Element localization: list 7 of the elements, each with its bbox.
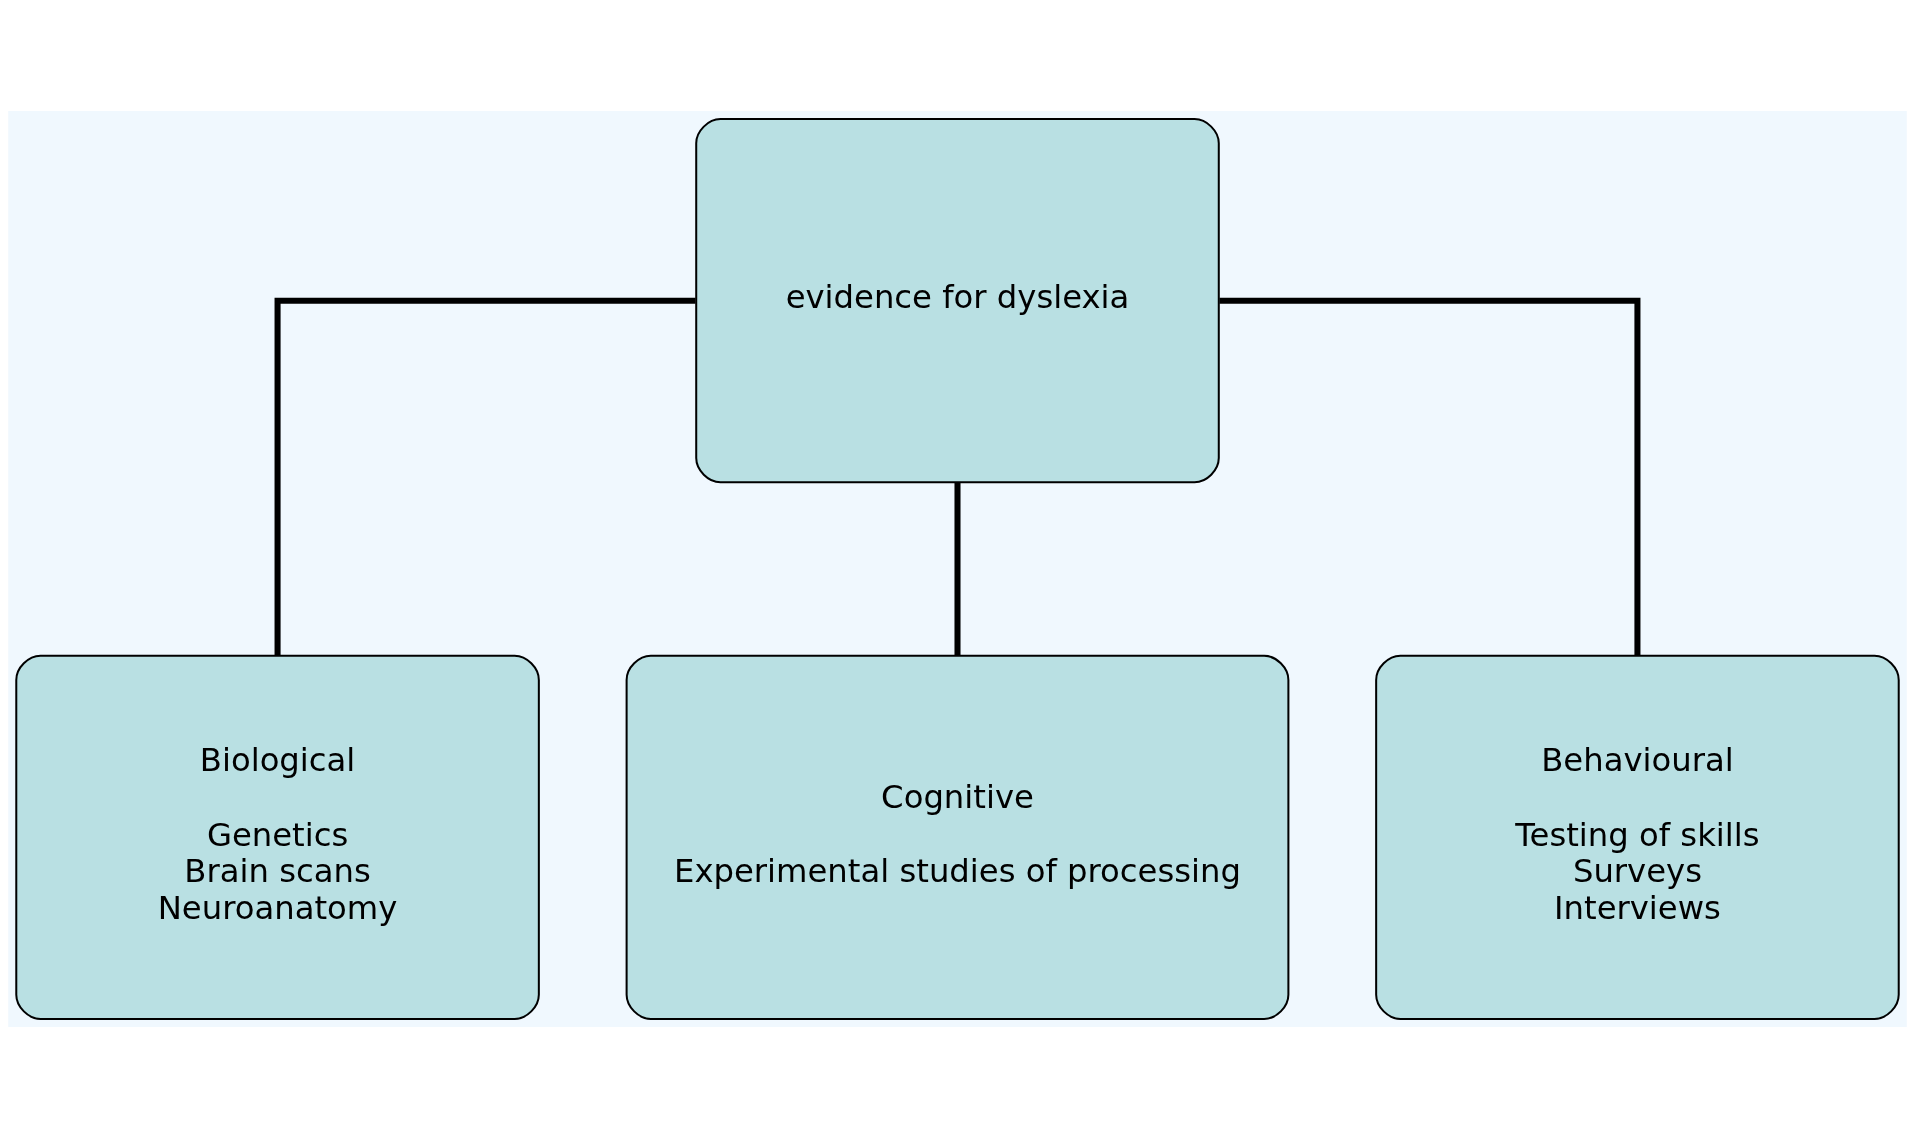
- node-box: Behavioural Testing of skills Surveys Interviews: [1375, 654, 1900, 1020]
- connector: [274, 297, 696, 656]
- node-box: Cognitive Experimental studies of processing: [625, 654, 1290, 1020]
- connector: [954, 481, 961, 655]
- node-box: Biological Genetics Brain scans Neuroanatomy: [15, 654, 540, 1020]
- node-box: evidence for dyslexia: [695, 117, 1220, 483]
- connector: [1219, 297, 1641, 656]
